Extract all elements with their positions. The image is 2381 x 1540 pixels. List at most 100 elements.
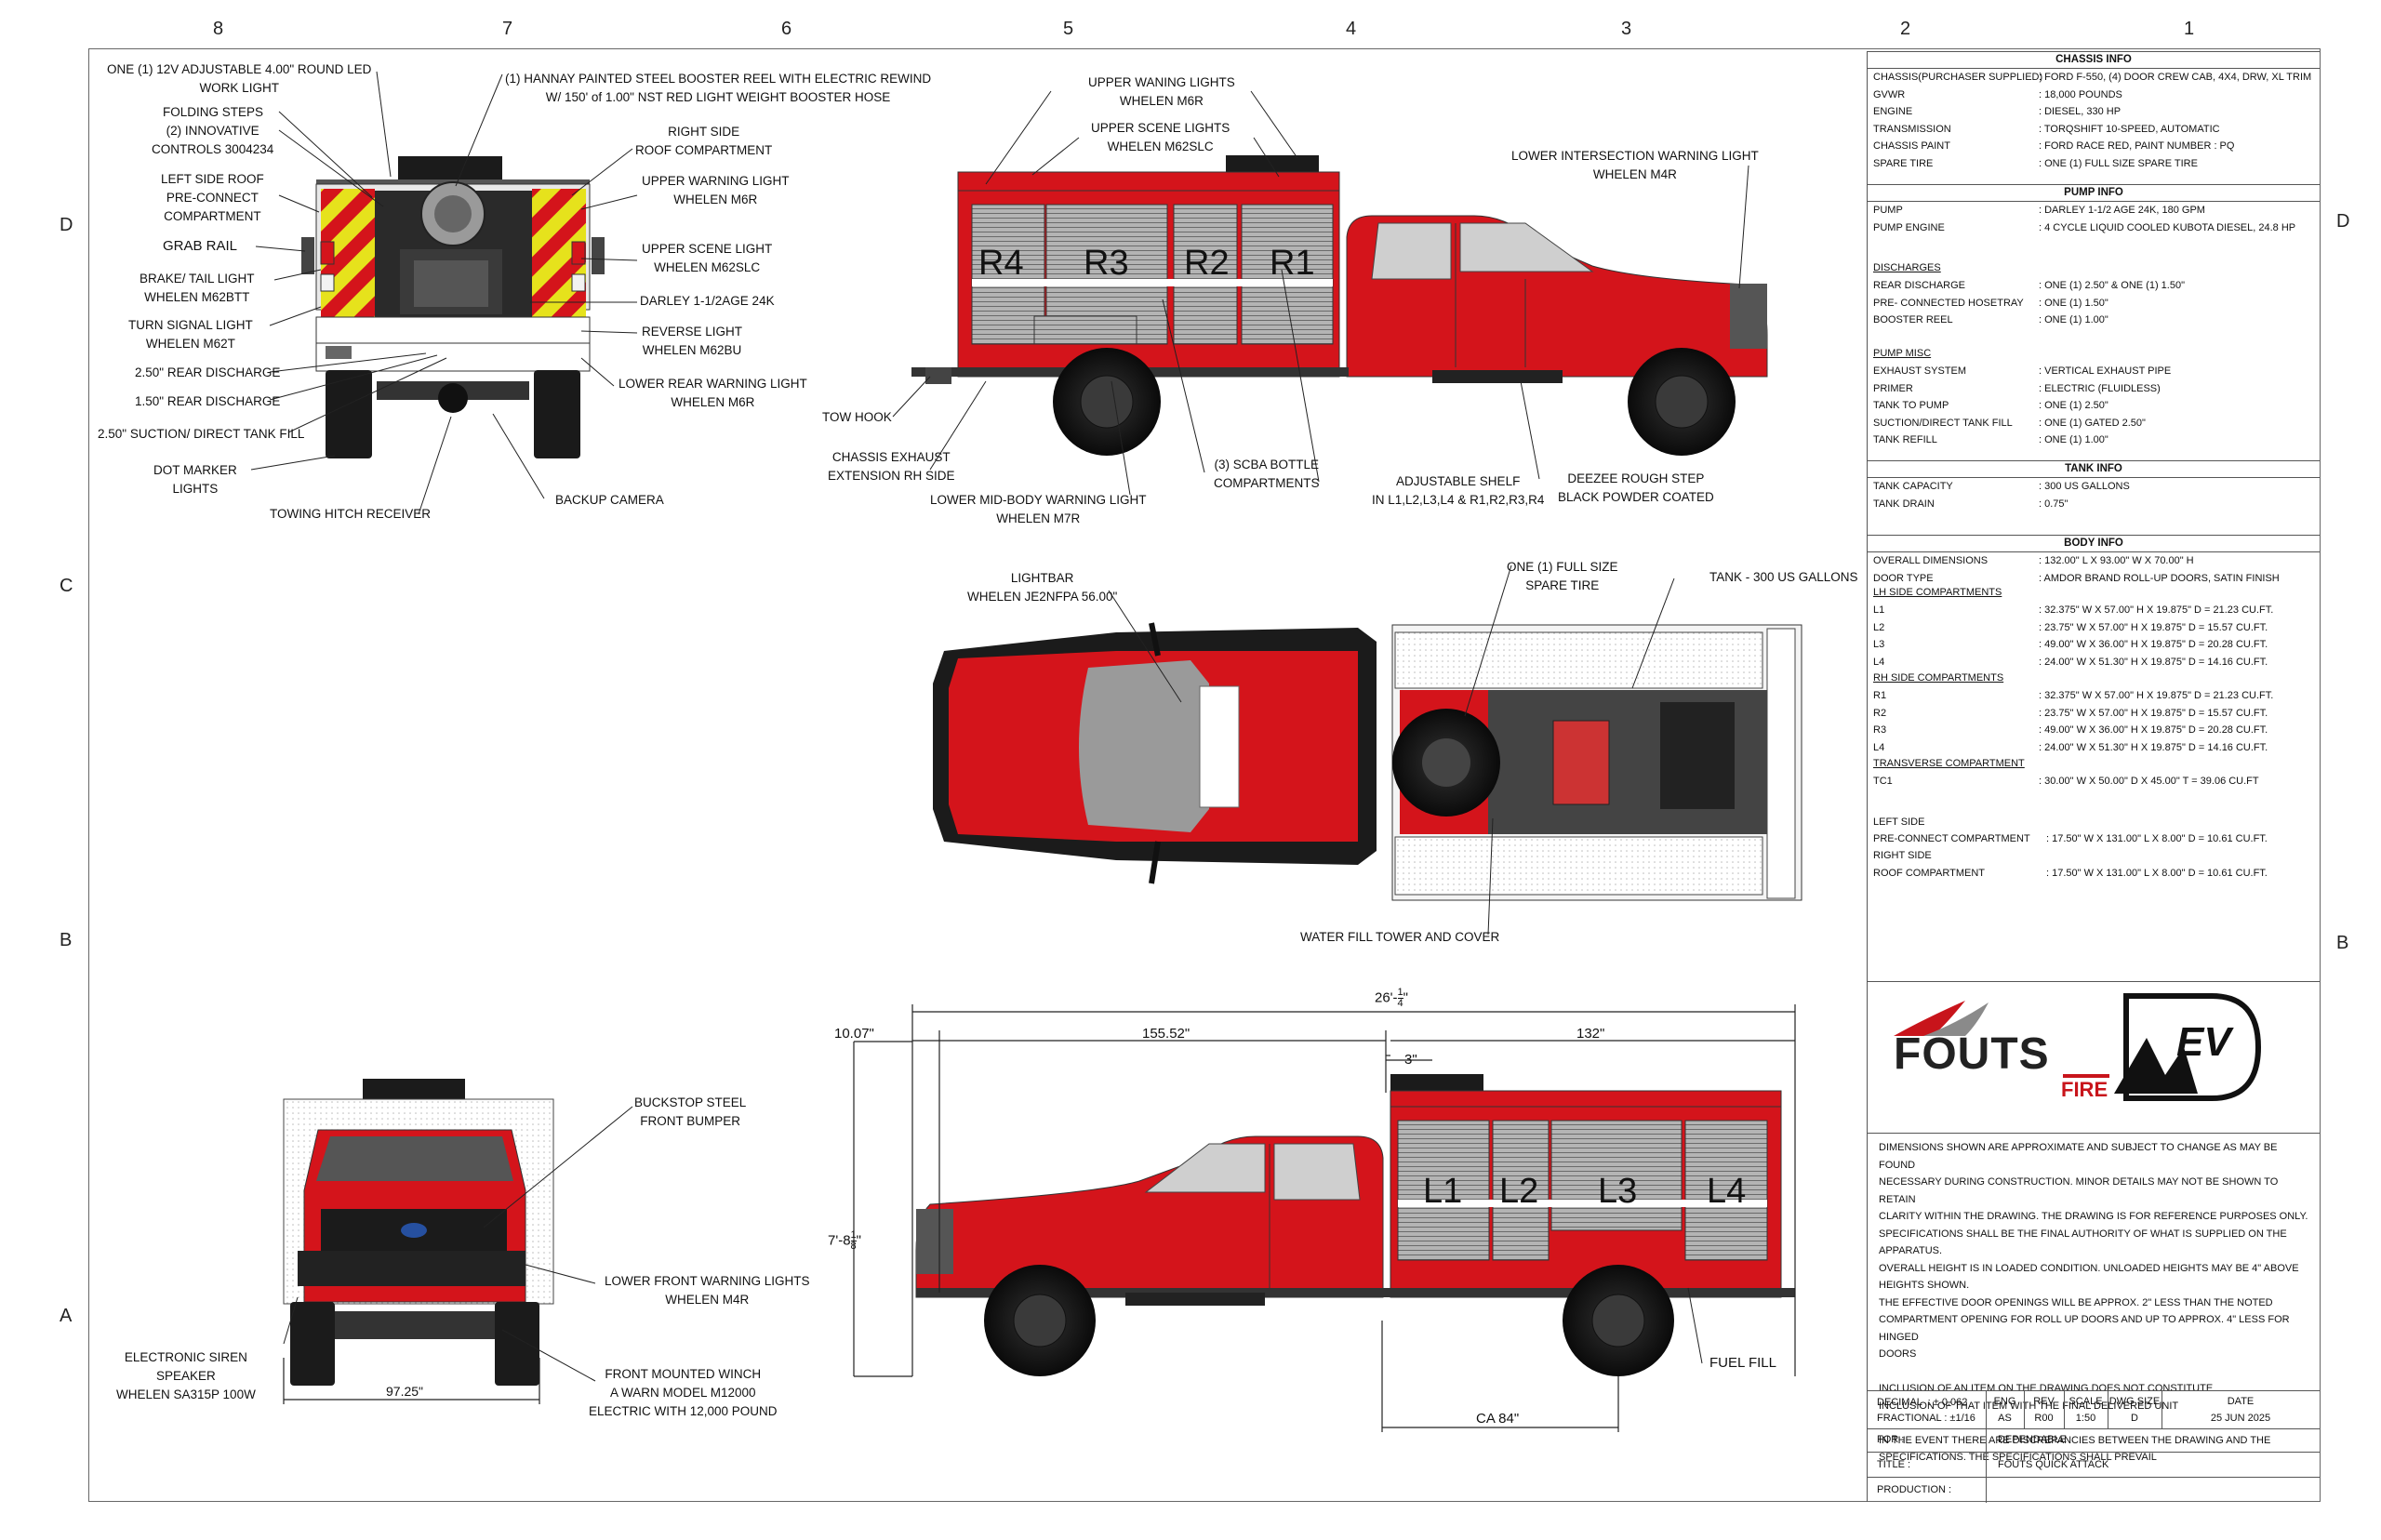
grid-col-4: 4: [1346, 19, 1357, 39]
info-row: BOOSTER REEL: ONE (1) 1.00": [1873, 312, 2318, 328]
label-booster-reel: (1) HANNAY PAINTED STEEL BOOSTER REEL WI…: [505, 72, 932, 104]
info-key: BOOSTER REEL: [1873, 314, 1953, 325]
info-key: R1: [1873, 690, 1887, 701]
info-value: : ELECTRIC (FLUIDLESS): [2039, 382, 2161, 394]
info-key: DOOR TYPE: [1873, 572, 1934, 584]
note-line: THE EFFECTIVE DOOR OPENINGS WILL BE APPR…: [1879, 1296, 2273, 1308]
tb-fractional: FRACTIONAL : ±1/16: [1877, 1413, 1975, 1424]
fouts-fire-logo: [1894, 993, 2262, 1101]
tb-date-v: 25 JUN 2025: [2210, 1413, 2271, 1424]
drawing-canvas: [250, 71, 1802, 1432]
info-value: : DARLEY 1-1/2 AGE 24K, 180 GPM: [2039, 205, 2205, 216]
info-row: L1: 32.375" W X 57.00" H X 19.875" D = 2…: [1873, 602, 2318, 618]
label-suction: 2.50" SUCTION/ DIRECT TANK FILL: [98, 427, 305, 441]
info-key: PUMP ENGINE: [1873, 221, 1945, 233]
dim-ca: CA 84": [1476, 1411, 1520, 1427]
note-line: SPECIFICATIONS. THE SPECIFICATIONS SHALL…: [1879, 1452, 2157, 1463]
info-value: : ONE (1) 1.00": [2039, 434, 2108, 445]
dim-front-width: 97.25": [386, 1384, 424, 1399]
info-value: : FORD F-550, (4) DOOR CREW CAB, 4X4, DR…: [2039, 72, 2312, 83]
info-value: : ONE (1) FULL SIZE SPARE TIRE: [2039, 157, 2198, 169]
drawing-border: [88, 48, 2321, 1502]
tb-dwg-h: DWG SIZE: [2108, 1396, 2161, 1407]
info-row: L4: 24.00" W X 51.30" H X 19.875" D = 14…: [1873, 739, 2318, 756]
info-value: : 132.00" L X 93.00" W X 70.00" H: [2039, 555, 2194, 566]
info-value: : 49.00" W X 36.00" H X 19.875" D = 20.2…: [2039, 639, 2268, 650]
pump-info-header: PUMP INFO: [1868, 184, 2320, 202]
note-line: HEIGHTS SHOWN.: [1879, 1280, 1970, 1291]
logo-area: FOUTS FIRE EV: [1868, 981, 2320, 1134]
grid-col-3: 3: [1621, 19, 1632, 39]
chassis-info-header: CHASSIS INFO: [1868, 51, 2320, 69]
note-line: NECESSARY DURING CONSTRUCTION. MINOR DET…: [1879, 1176, 2279, 1205]
preconnect-row: PRE-CONNECT COMPARTMENT: 17.50" W X 131.…: [1873, 833, 2268, 844]
note-line: SPECIFICATIONS SHALL BE THE FINAL AUTHOR…: [1879, 1228, 2287, 1240]
info-key: R2: [1873, 707, 1887, 719]
tb-eng-h: ENG: [1993, 1396, 2016, 1407]
label-fuel-fill: FUEL FILL: [1709, 1355, 1776, 1371]
info-row: L3 : 49.00" W X 36.00" H X 19.875" D = 20…: [1873, 636, 2318, 653]
info-key: PRE- CONNECTED HOSETRAY: [1873, 297, 2024, 309]
info-row: EXHAUST SYSTEM: VERTICAL EXHAUST PIPE: [1873, 363, 2318, 379]
roof-row: ROOF COMPARTMENT: 17.50" W X 131.00" L X…: [1873, 868, 2268, 879]
info-key: TANK REFILL: [1873, 434, 1937, 445]
compartment-l3: L3: [1598, 1172, 1638, 1211]
front-view-drawing: [283, 1079, 554, 1386]
compartment-l1: L1: [1423, 1172, 1463, 1211]
label-tow-hook: TOW HOOK: [822, 410, 892, 424]
label-water-fill: WATER FILL TOWER AND COVER: [1300, 930, 1500, 944]
info-row: PRE- CONNECTED HOSETRAY : ONE (1) 1.50": [1873, 295, 2318, 312]
grid-col-5: 5: [1063, 19, 1074, 39]
info-row: TRANSMISSION: TORQSHIFT 10-SPEED, AUTOMA…: [1873, 121, 2318, 138]
compartment-l4: L4: [1707, 1172, 1747, 1211]
info-value: : ONE (1) 1.50": [2039, 297, 2108, 309]
info-value: : ONE (1) 2.50" & ONE (1) 1.50": [2039, 280, 2185, 291]
info-key: SPARE TIRE: [1873, 157, 1934, 169]
note-line: IN THE EVENT THERE ARE DISCREPANCIES BET…: [1879, 1434, 2271, 1446]
tb-title-value: FOUTS QUICK ATTACK: [1998, 1459, 2109, 1470]
lh-side-view-drawing: [915, 1074, 1795, 1376]
dim-body-length: 132": [1576, 1026, 1605, 1042]
info-value: : 4 CYCLE LIQUID COOLED KUBOTA DIESEL, 2…: [2039, 221, 2296, 233]
info-key: L3: [1873, 639, 1885, 650]
note-line: INCLUSION OF AN ITEM ON THE DRAWING DOES…: [1879, 1383, 2214, 1394]
info-key: SUCTION/DIRECT TANK FILL: [1873, 417, 2013, 429]
info-key: L4: [1873, 741, 1885, 753]
info-row: OVERALL DIMENSIONS: 132.00" L X 93.00" W…: [1873, 552, 2318, 569]
label-backup-camera: BACKUP CAMERA: [555, 493, 664, 507]
compartment-r3: R3: [1084, 244, 1129, 283]
note-line: DIMENSIONS SHOWN ARE APPROXIMATE AND SUB…: [1879, 1142, 2278, 1171]
compartment-r2: R2: [1184, 244, 1230, 283]
info-key: TANK TO PUMP: [1873, 400, 1949, 411]
rh-side-view-drawing: [911, 155, 1768, 456]
logo-fire-text: FIRE: [2061, 1078, 2108, 1101]
info-row: PUMP ENGINE : 4 CYCLE LIQUID COOLED KUBOT…: [1873, 219, 2318, 236]
info-key: L2: [1873, 621, 1885, 633]
left-side-label: LEFT SIDE: [1873, 816, 1925, 828]
label-folding-steps: FOLDING STEPS: [163, 105, 264, 119]
info-key: TRANSMISSION: [1873, 123, 1951, 135]
note-line: [1879, 1363, 2316, 1381]
label-rear-discharge-250: 2.50" REAR DISCHARGE: [135, 365, 281, 379]
tb-dwg-v: D: [2131, 1413, 2138, 1424]
info-row: CHASSIS(PURCHASER SUPPLIED): FORD F-550,…: [1873, 69, 2318, 86]
info-row: PRIMER: ELECTRIC (FLUIDLESS): [1873, 380, 2318, 397]
info-value: : ONE (1) 2.50": [2039, 400, 2108, 411]
grid-row-c: C: [60, 576, 73, 596]
info-key: L1: [1873, 604, 1885, 616]
tb-rev-v: R00: [2034, 1413, 2054, 1424]
info-key: CHASSIS PAINT: [1873, 140, 1950, 152]
info-key: TC1: [1873, 776, 1893, 787]
